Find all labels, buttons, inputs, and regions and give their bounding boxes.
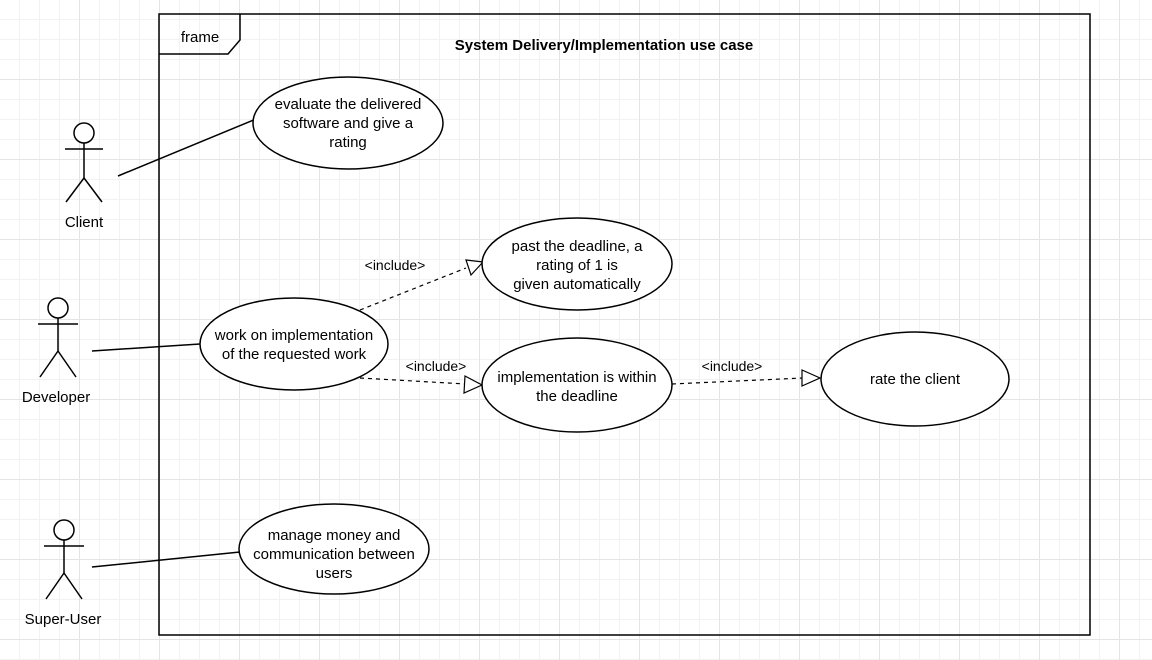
include-work-past-deadline (359, 259, 485, 311)
association-client-evaluate (117, 118, 257, 177)
use-case-text: software and give a (283, 115, 414, 132)
include-label: <include> (702, 358, 763, 374)
include-arrowhead (463, 375, 484, 394)
use-case-text: rating of 1 is (536, 257, 618, 274)
use-case-text: communication between (253, 546, 415, 563)
use-case-text: work on implementation (214, 327, 373, 344)
use-case-text: rating (329, 134, 367, 151)
use-case-manage: manage money and communication between u… (238, 503, 430, 595)
use-case-text: users (316, 565, 353, 582)
include-within-rate-client (671, 369, 822, 387)
use-case-text: past the deadline, a (512, 238, 644, 255)
use-case-evaluate: evaluate the delivered software and give… (252, 76, 444, 170)
actor-head (73, 122, 95, 144)
use-case-within-deadline: implementation is within the deadline (481, 337, 673, 433)
include-relations: <include> <include> <include> (359, 257, 822, 394)
include-label: <include> (365, 257, 426, 273)
actor-head (53, 519, 75, 541)
use-case-text: the deadline (536, 388, 618, 405)
include-arrowhead (465, 259, 485, 277)
association-developer-work (91, 343, 201, 352)
use-case-text: of the requested work (222, 346, 367, 363)
use-case-past-deadline: past the deadline, a rating of 1 is give… (481, 217, 673, 311)
associations (91, 118, 257, 568)
actor-developer (38, 297, 78, 378)
frame-tab (159, 14, 241, 55)
use-case-text: evaluate the delivered (275, 96, 422, 113)
use-case-text: manage money and (268, 527, 401, 544)
actor-label-client: Client (65, 214, 104, 231)
actor-head (47, 297, 69, 319)
diagram-title: System Delivery/Implementation use case (455, 37, 753, 54)
include-label: <include> (406, 358, 467, 374)
actor-client (65, 122, 103, 203)
actor-super-user (44, 519, 84, 600)
system-frame: frame System Delivery/Implementation use… (158, 13, 1091, 636)
association-superuser-manage (91, 551, 241, 568)
use-case-text: implementation is within (497, 369, 656, 386)
frame-tab-label: frame (181, 29, 219, 46)
actor-label-developer: Developer (22, 389, 90, 406)
use-case-text: given automatically (513, 276, 641, 293)
use-case-rate-client: rate the client (820, 331, 1010, 427)
use-case-text: rate the client (870, 371, 961, 388)
use-case-work: work on implementation of the requested … (199, 297, 389, 391)
actor-label-super-user: Super-User (25, 611, 102, 628)
include-work-within-deadline (359, 375, 484, 394)
include-arrowhead (801, 369, 822, 387)
